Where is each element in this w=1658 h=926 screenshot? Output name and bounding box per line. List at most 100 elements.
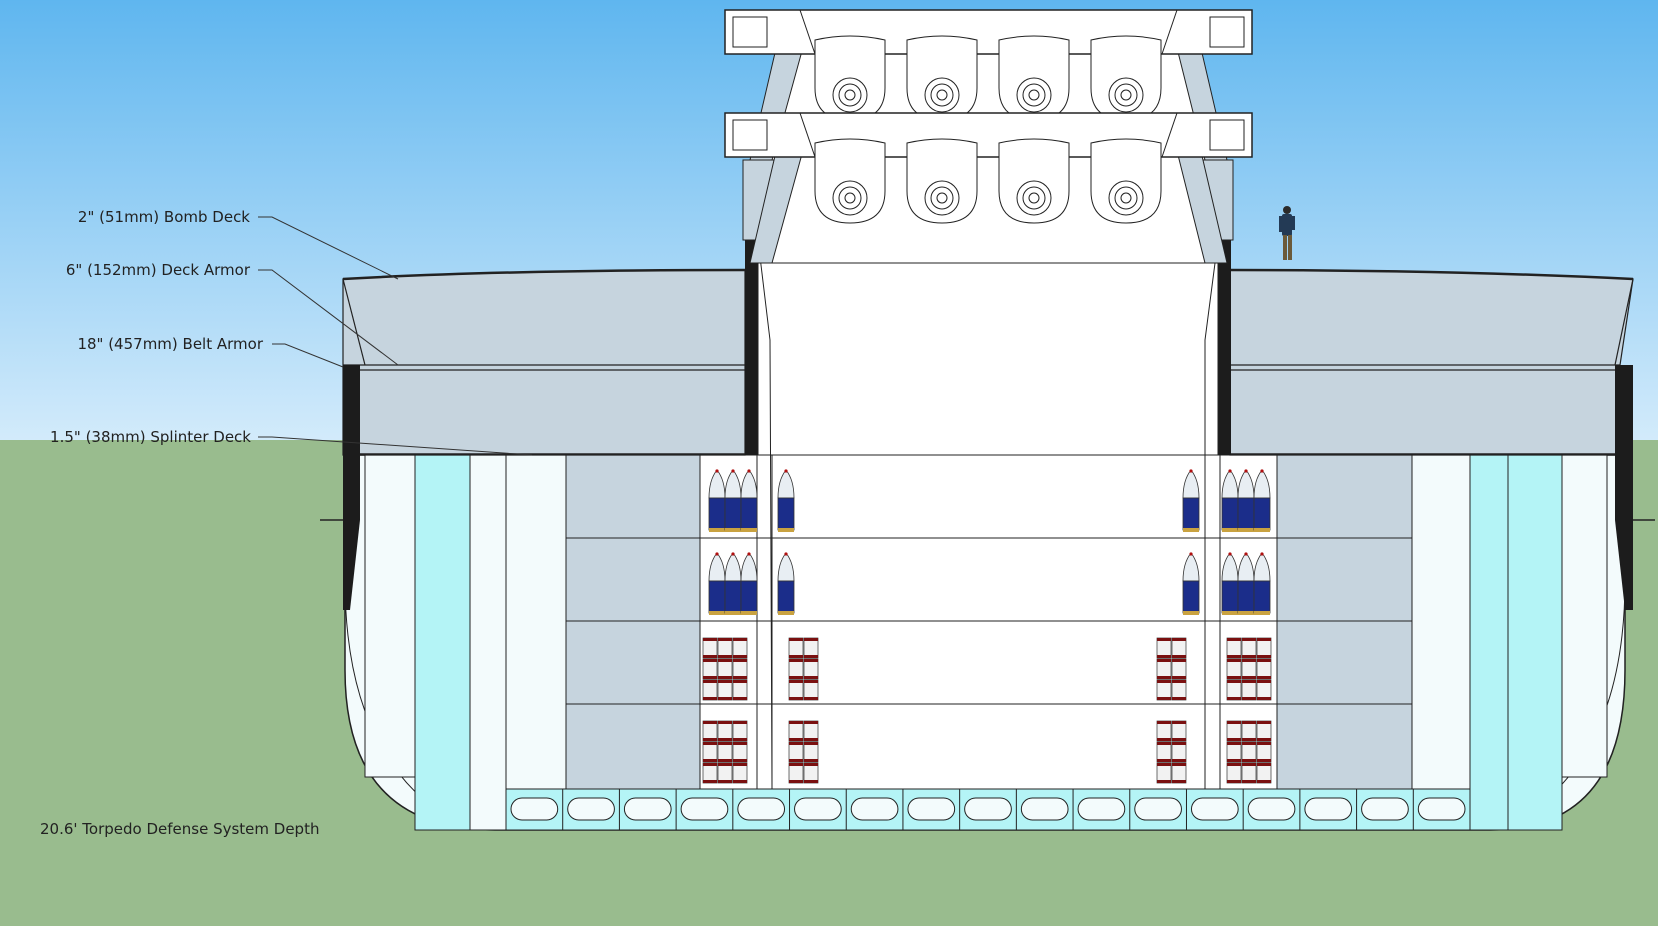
- powder-bag-icon: [1156, 637, 1172, 659]
- gun-bore: [936, 89, 948, 101]
- projectile-icon: [1221, 469, 1239, 532]
- powder-bag-icon: [803, 741, 819, 763]
- powder-bag-icon: [803, 762, 819, 784]
- powder-bag-icon: [1241, 637, 1257, 659]
- double-bottom-lightening-hole: [510, 797, 559, 821]
- projectile-icon: [740, 469, 758, 532]
- turret-roof-bevel-right: [1161, 112, 1178, 158]
- powder-bag-icon: [1171, 762, 1187, 784]
- powder-bag-icon: [1256, 720, 1272, 742]
- double-bottom-lightening-hole: [737, 797, 786, 821]
- projectile-icon: [777, 552, 795, 615]
- armor-deck-block-left: [342, 269, 746, 456]
- hull-side-flare-right: [1614, 278, 1634, 366]
- turret-roof-bevel-right: [1161, 9, 1178, 55]
- powder-bag-icon: [702, 720, 718, 742]
- powder-bag-icon: [702, 762, 718, 784]
- double-bottom-lightening-hole: [1134, 797, 1182, 821]
- powder-bag-icon: [1156, 741, 1172, 763]
- hull-side-flare-left: [342, 278, 366, 366]
- projectile-icon: [708, 469, 726, 532]
- double-bottom-lightening-hole: [1361, 797, 1409, 821]
- powder-bag-icon: [1226, 637, 1242, 659]
- double-bottom-cells: [510, 789, 1466, 830]
- projectile-icon: [1253, 469, 1271, 532]
- powder-bag-icon: [732, 637, 748, 659]
- gun-bore: [1120, 192, 1132, 204]
- gun-bore: [1120, 89, 1132, 101]
- double-bottom-lightening-hole: [1020, 797, 1069, 821]
- powder-bag-icon: [1256, 658, 1272, 680]
- label-bomb-deck: 2" (51mm) Bomb Deck: [77, 208, 250, 226]
- powder-bag-icon: [732, 658, 748, 680]
- turret-roof-bevel-left: [799, 9, 816, 55]
- tds-liquid-right-2: [1507, 454, 1563, 831]
- powder-bag-icon: [803, 679, 819, 701]
- powder-bag-icon: [717, 720, 733, 742]
- projectile-icon: [777, 469, 795, 532]
- powder-bag-icon: [1156, 658, 1172, 680]
- double-bottom-lightening-hole: [1247, 797, 1296, 821]
- turret-roof-bevel-left: [799, 112, 816, 158]
- barbette-interior: [757, 239, 1219, 456]
- barbette-armor-right: [1218, 240, 1231, 455]
- projectile-icon: [1182, 552, 1200, 615]
- powder-bag-icon: [788, 720, 804, 742]
- double-bottom-lightening-hole: [1077, 797, 1126, 821]
- tds-void-left-3: [505, 454, 567, 790]
- double-bottom-lightening-hole: [623, 797, 672, 821]
- rangefinder-hood-right: [1209, 119, 1245, 151]
- gun-bore: [1028, 192, 1040, 204]
- powder-bag-icon: [1256, 762, 1272, 784]
- powder-bag-icon: [732, 679, 748, 701]
- powder-bag-icon: [788, 741, 804, 763]
- powder-bag-icon: [1156, 679, 1172, 701]
- double-bottom-lightening-hole: [850, 797, 899, 821]
- ammunition-stowage: [702, 469, 1272, 784]
- hoist-trunk-right: [1204, 239, 1219, 789]
- double-bottom-lightening-hole: [1417, 797, 1466, 821]
- powder-bag-icon: [1256, 741, 1272, 763]
- powder-bag-icon: [1256, 679, 1272, 701]
- rangefinder-hood-left: [732, 119, 768, 151]
- powder-bag-icon: [1241, 720, 1257, 742]
- gun-bore: [936, 192, 948, 204]
- double-bottom-lightening-hole: [1304, 797, 1353, 821]
- powder-bag-icon: [1171, 741, 1187, 763]
- powder-bag-icon: [788, 637, 804, 659]
- powder-bag-icon: [717, 658, 733, 680]
- powder-bag-icon: [1156, 720, 1172, 742]
- tds-void-right-1: [1411, 454, 1471, 790]
- powder-bag-icon: [702, 741, 718, 763]
- powder-bag-icon: [702, 679, 718, 701]
- powder-bag-icon: [717, 637, 733, 659]
- tds-void-left-2: [469, 454, 507, 831]
- powder-bag-icon: [717, 762, 733, 784]
- projectile-icon: [1237, 552, 1255, 615]
- rangefinder-hood-left: [732, 16, 768, 48]
- double-bottom-lightening-hole: [1190, 797, 1239, 821]
- powder-bag-icon: [732, 762, 748, 784]
- gun-bore: [1028, 89, 1040, 101]
- tds-void-left-1: [364, 454, 416, 778]
- powder-bag-icon: [1226, 679, 1242, 701]
- projectile-icon: [1253, 552, 1271, 615]
- powder-bag-icon: [717, 679, 733, 701]
- powder-bag-icon: [732, 741, 748, 763]
- double-bottom-lightening-hole: [907, 797, 956, 821]
- powder-bag-icon: [1226, 720, 1242, 742]
- double-bottom-lightening-hole: [680, 797, 729, 821]
- powder-bag-icon: [1226, 658, 1242, 680]
- powder-bag-icon: [788, 679, 804, 701]
- projectile-icon: [724, 552, 742, 615]
- projectile-icon: [740, 552, 758, 615]
- tds-void-right-2: [1561, 454, 1608, 778]
- gun-bore: [844, 89, 856, 101]
- rangefinder-hood-right: [1209, 16, 1245, 48]
- label-splinter-deck: 1.5" (38mm) Splinter Deck: [50, 428, 251, 446]
- powder-bag-icon: [1171, 658, 1187, 680]
- label-deck-armor: 6" (152mm) Deck Armor: [65, 261, 250, 279]
- gun-bore: [844, 192, 856, 204]
- powder-bag-icon: [803, 720, 819, 742]
